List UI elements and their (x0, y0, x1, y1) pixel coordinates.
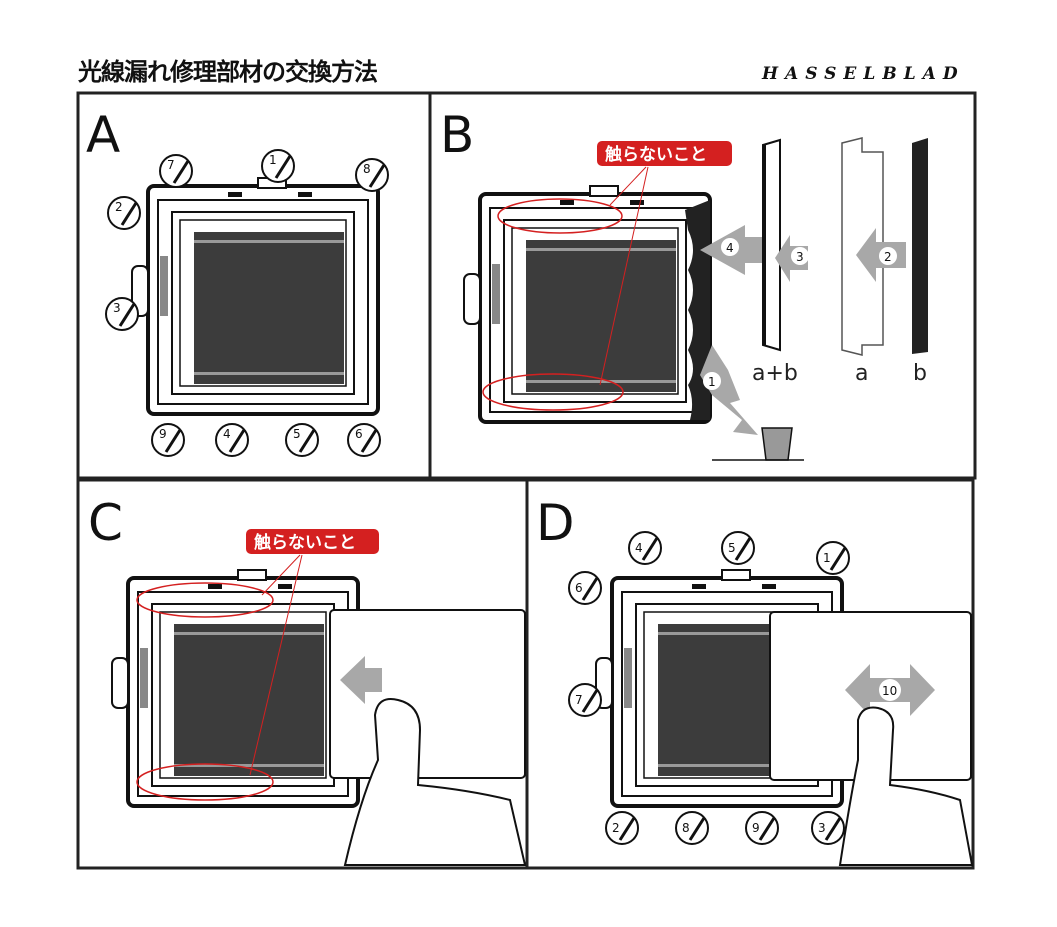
svg-text:1: 1 (269, 153, 277, 167)
part-label-a-plus-b: a+b (752, 361, 798, 386)
svg-text:5: 5 (293, 427, 301, 441)
warning-text-b: 触らないこと (604, 144, 707, 165)
caution-ellipse-top-c (136, 582, 274, 618)
part-label-a: a (855, 361, 868, 386)
step-1-number: 1 (708, 375, 716, 389)
screw-8: 8 (354, 157, 390, 193)
screw-3: 3 (104, 296, 140, 332)
warning-text-c: 触らないこと (253, 532, 356, 553)
push-arrow-c (340, 656, 382, 704)
svg-text:2: 2 (115, 200, 123, 214)
svg-text:9: 9 (752, 821, 760, 835)
screw-d-8: 8 (674, 810, 710, 846)
step-3-number: 3 (796, 250, 804, 264)
screw-4: 4 (214, 422, 250, 458)
screw-d-6: 6 (567, 570, 603, 606)
step-4-number: 4 (726, 241, 734, 255)
svg-text:8: 8 (363, 162, 371, 176)
screw-d-3: 3 (810, 810, 846, 846)
warning-badge-b (597, 141, 732, 166)
light-seal-strip (685, 200, 710, 420)
svg-text:2: 2 (612, 821, 620, 835)
page-title: 光線漏れ修理部材の交換方法 (78, 58, 378, 86)
camera-back-c (110, 568, 360, 808)
caution-ellipse-top (497, 198, 623, 234)
screw-5: 5 (284, 422, 320, 458)
screw-1: 1 (260, 148, 296, 184)
screw-2: 2 (106, 195, 142, 231)
screw-d-7: 7 (567, 682, 603, 718)
hasselblad-logo: HASSELBLAD (762, 64, 965, 84)
panel-a-label: A (86, 106, 120, 164)
panel-b-label: B (440, 106, 474, 164)
panel-c-label: C (88, 494, 123, 552)
screw-d-4: 4 (627, 530, 663, 566)
screw-d-5: 5 (720, 530, 756, 566)
panel-b-frame (428, 91, 977, 480)
hand-c (343, 698, 527, 866)
screw-9: 9 (150, 422, 186, 458)
svg-text:6: 6 (355, 427, 363, 441)
svg-text:7: 7 (575, 693, 583, 707)
part-label-b: b (913, 361, 927, 386)
svg-text:4: 4 (635, 541, 643, 555)
panel-d-frame (525, 478, 975, 870)
caution-ellipse-bottom-c (136, 763, 274, 801)
plate-b (912, 138, 928, 354)
screw-7: 7 (158, 153, 194, 189)
svg-text:1: 1 (823, 551, 831, 565)
step-10-number: 10 (882, 684, 897, 698)
hand-d (838, 706, 974, 866)
arrow-step-1 (700, 345, 758, 435)
panel-d-label: D (536, 494, 575, 552)
svg-text:5: 5 (728, 541, 736, 555)
trash-bin-icon (761, 427, 793, 461)
screw-d-1: 1 (815, 540, 851, 576)
svg-text:8: 8 (682, 821, 690, 835)
svg-text:7: 7 (167, 158, 175, 172)
svg-text:3: 3 (818, 821, 826, 835)
svg-text:9: 9 (159, 427, 167, 441)
svg-text:4: 4 (223, 427, 231, 441)
warning-badge-c (246, 529, 379, 554)
screw-d-9: 9 (744, 810, 780, 846)
step-2-number: 2 (884, 250, 892, 264)
svg-text:3: 3 (113, 301, 121, 315)
screw-6: 6 (346, 422, 382, 458)
screw-d-2: 2 (604, 810, 640, 846)
caution-ellipse-bottom (482, 373, 624, 411)
svg-text:6: 6 (575, 581, 583, 595)
camera-back-a (130, 176, 380, 416)
